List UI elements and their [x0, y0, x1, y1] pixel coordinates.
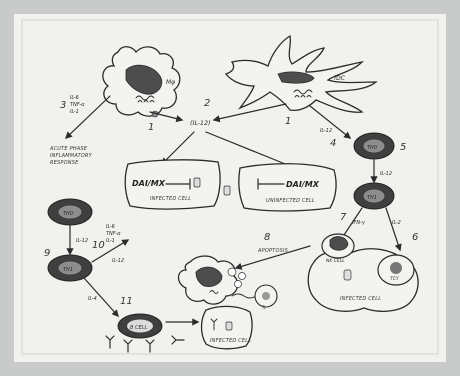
- th1-right-label: TH1: [367, 195, 377, 201]
- th0-cell-left: TH0: [48, 199, 92, 225]
- virus-icon-left: [194, 178, 200, 187]
- il12-label-a: IL-12: [320, 128, 332, 134]
- virus-icon-mid: [224, 186, 230, 195]
- b-cell: B CELL: [118, 314, 162, 338]
- th1-cell-right: TH1: [354, 183, 394, 209]
- il6-label-left: IL-6: [106, 224, 115, 230]
- infected-small-caption: INFECTED CELL: [210, 338, 251, 344]
- step-6: 6: [412, 232, 418, 243]
- dai-mx-left: DAI/MX: [132, 179, 166, 188]
- dendritic-cell-label: fDC: [334, 75, 346, 82]
- macrophage-label: Mφ: [166, 79, 175, 86]
- tnf-label-left: TNF-α: [106, 231, 121, 237]
- uninfected-cell-caption: UNINFECTED CELL: [266, 198, 315, 204]
- ifn-gamma-label: IFN-γ: [352, 220, 366, 226]
- acute-phase-line1: ACUTE PHASE: [49, 146, 88, 152]
- il1-label-top: IL-1: [70, 109, 79, 115]
- step-11: 11: [120, 296, 133, 307]
- step-3: 3: [60, 100, 66, 111]
- tcy-label: TCY: [390, 276, 400, 282]
- th1-cell-left: TH1: [48, 255, 92, 281]
- infected-cell-caption-left: INFECTED CELL: [150, 196, 191, 202]
- step-10: 10: [92, 240, 105, 251]
- b-cell-label: B CELL: [130, 325, 147, 331]
- il6-label-top: IL-6: [70, 95, 79, 101]
- step-9: 9: [44, 248, 50, 259]
- acute-phase-line3: RESPONSE: [50, 160, 79, 166]
- tnf-label-top: TNF-α: [70, 102, 85, 108]
- il2-label: IL-2: [392, 220, 401, 226]
- step-4: 4: [330, 138, 336, 149]
- nk-cell-label: NK CELL: [326, 258, 345, 264]
- acute-phase-line2: INFLAMMATORY: [50, 153, 93, 159]
- infected-cell-caption-bottom: INFECTED CELL: [340, 296, 381, 302]
- apoptosis-label: APOPTOSIS: [257, 248, 289, 254]
- virus-icon-bottom: [344, 270, 351, 280]
- il4-label: IL-4: [88, 296, 97, 302]
- step-1: 1: [285, 116, 291, 127]
- th1-left-label: TH1: [63, 267, 73, 273]
- th0-cell-right: TH0: [354, 133, 394, 159]
- step-1a: 1: [148, 122, 154, 133]
- tcy-cell: TCY: [378, 255, 414, 285]
- il12-label-left: IL-12: [76, 238, 88, 244]
- il12-label-c: IL-12: [112, 258, 124, 264]
- step-2: 2: [204, 98, 210, 109]
- il12-label-b: IL-12: [380, 171, 392, 177]
- step-8: 8: [264, 232, 270, 243]
- step-5: 5: [400, 142, 406, 153]
- il12-cytokine-label: (IL-12): [190, 119, 211, 127]
- th0-right-label: TH0: [367, 145, 377, 151]
- virus-icon-small: [226, 322, 232, 330]
- dai-mx-right: DAI/MX: [286, 180, 320, 189]
- th0-left-label: TH0: [63, 211, 73, 217]
- il1-label-left: IL-1: [106, 238, 115, 244]
- step-7: 7: [340, 212, 347, 223]
